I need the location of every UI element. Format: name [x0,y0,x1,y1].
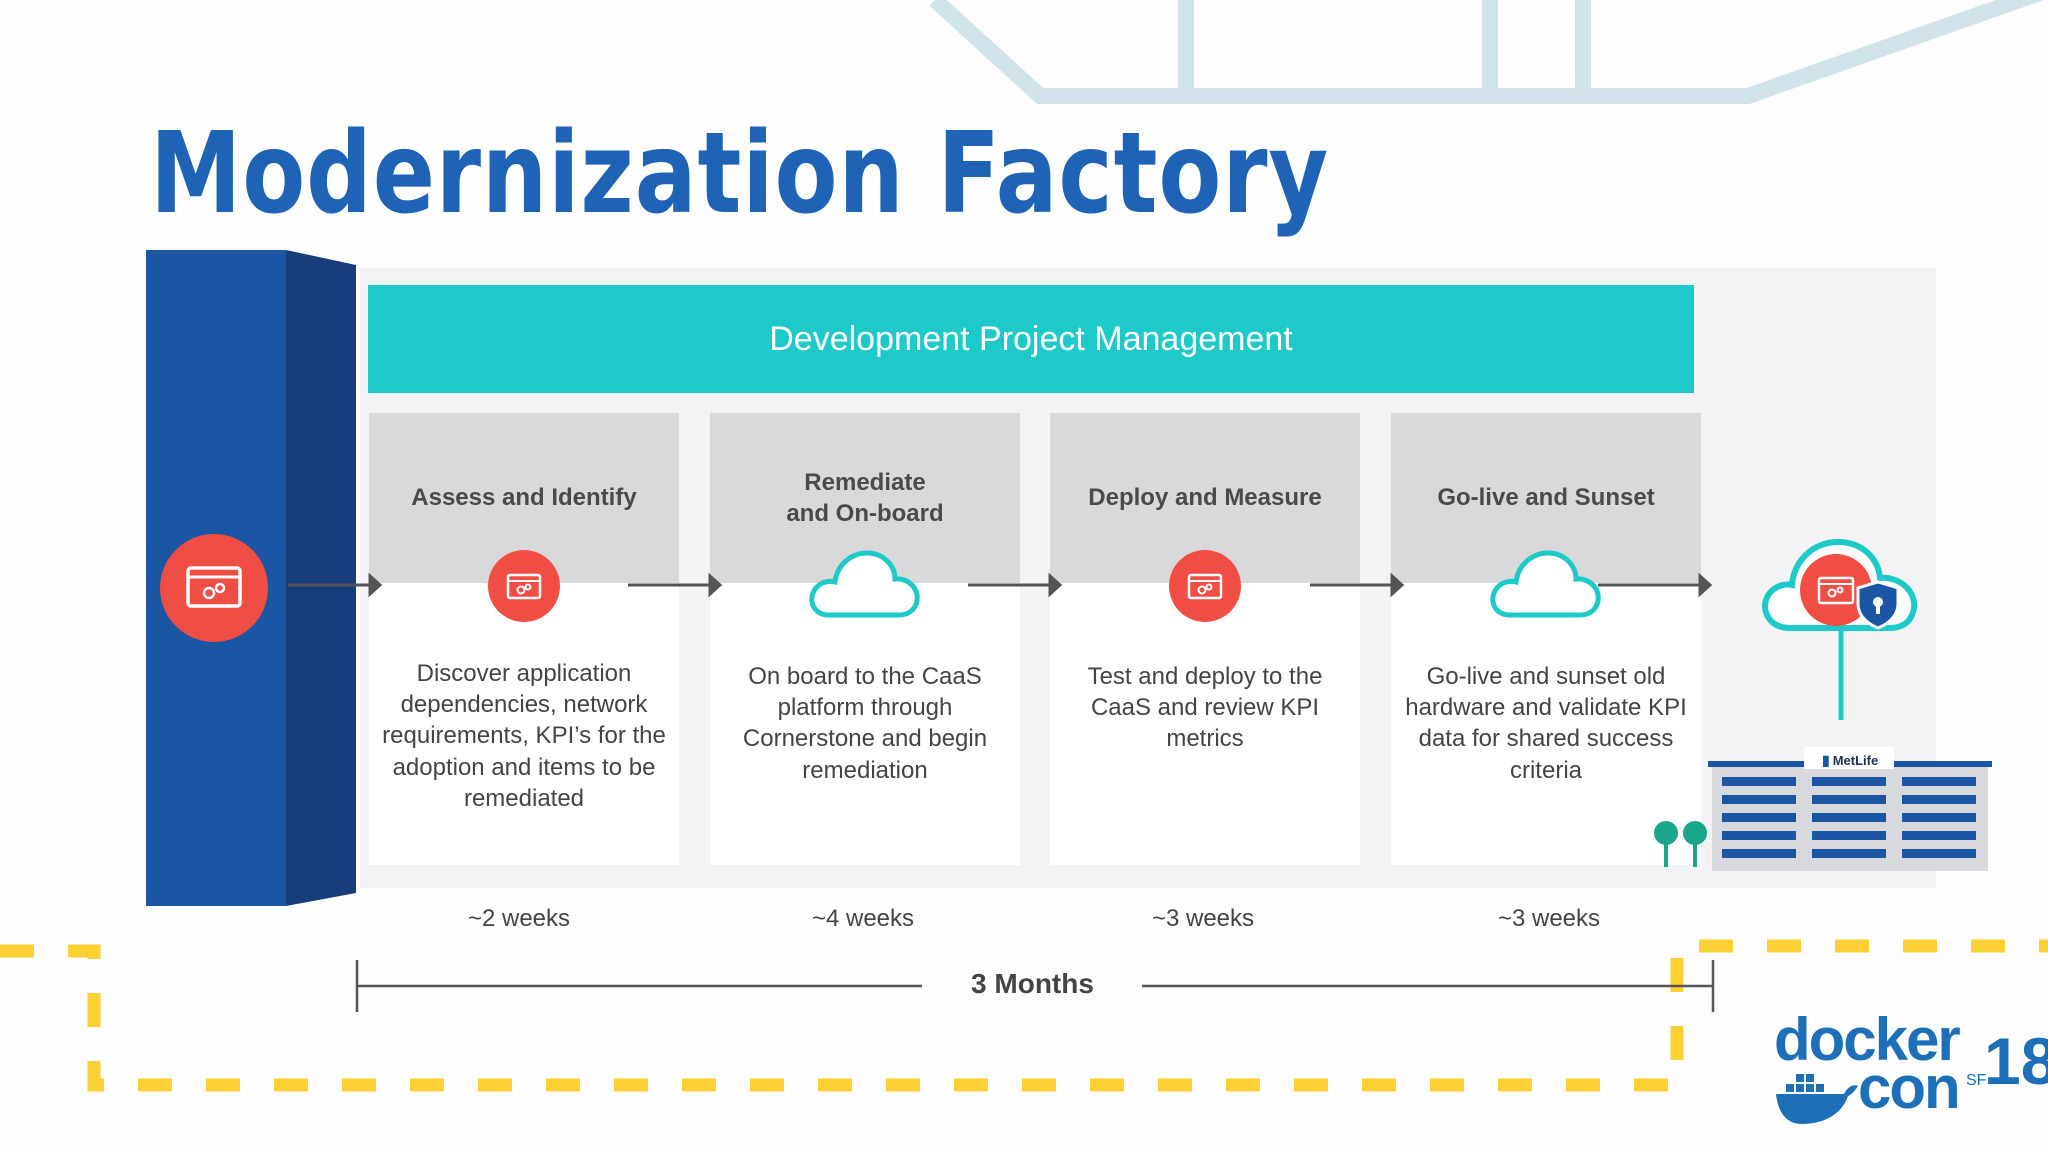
dockercon-logo: docker con SF 18 [1770,1006,2048,1130]
logo-year: 18 [1984,1024,2048,1098]
stage-description: Go-live and sunset old hardware and vali… [1405,663,1687,784]
stage-card-assess: Assess and Identify Discover application… [369,413,679,865]
secure-cloud-icon [1762,538,1918,720]
docker-whale-icon [1776,1074,1858,1124]
stage-duration: ~3 weeks [1497,905,1601,932]
stage-card-golive: Go-live and Sunset Go-live and sunset ol… [1391,413,1701,865]
stage-card-deploy: Deploy and Measure Test and deploy to th… [1050,413,1360,865]
logo-line1: docker [1774,1006,1961,1073]
page-title: Modernization Factory [150,109,1330,239]
start-pillar [146,250,356,906]
logo-line2: con [1858,1054,1961,1121]
logo-sup: SF [1966,1072,1987,1089]
stage-duration: ~2 weeks [467,905,571,932]
pillar-app-icon [160,534,268,642]
metlife-sign-text: MetLife [1832,752,1879,768]
stage-description: Discover application dependencies, netwo… [382,660,666,812]
app-gear-icon [488,550,560,622]
cloud-icon [1490,550,1601,618]
timeline-line [355,960,1715,1012]
app-gear-icon [1169,550,1241,622]
top-frame-decoration [929,0,2044,104]
office-building-icon [1708,747,1992,871]
metlife-m-icon: ▮ [1822,751,1830,768]
stage-card-remediate: Remediate and On-board On board to the C… [710,413,1020,865]
metlife-sign: ▮ MetLife [1822,748,1894,772]
stage-duration: ~4 weeks [811,905,915,932]
stage-description: On board to the CaaS platform through Co… [742,663,988,784]
cloud-icon [809,550,920,618]
stage-duration: ~3 weeks [1151,905,1255,932]
timeline-label: 3 Months [971,968,1094,999]
trees-icon [1654,821,1707,867]
dashed-outline-decoration [0,939,2048,1092]
stage-description: Test and deploy to the CaaS and review K… [1087,663,1323,753]
dpm-banner: Development Project Management [368,285,1694,393]
